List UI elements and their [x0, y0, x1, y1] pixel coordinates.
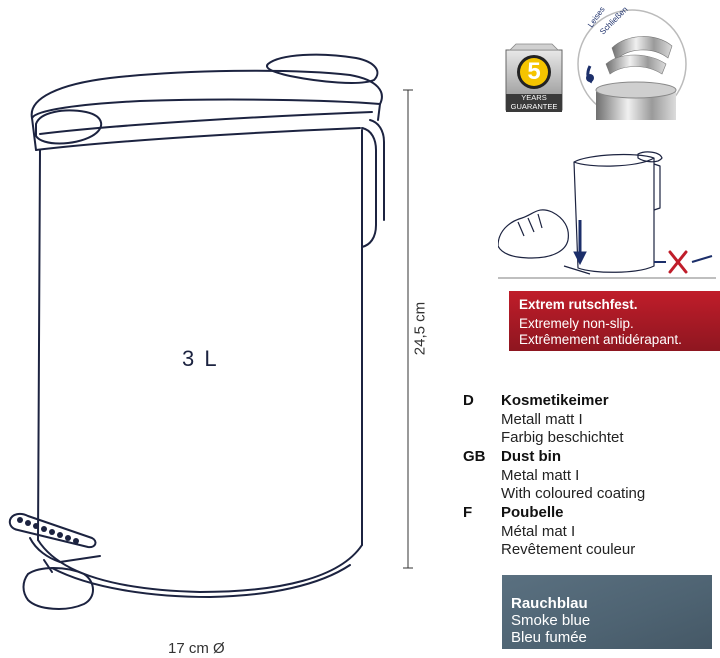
warranty-badge: 5 YEARS GUARANTEE — [502, 40, 566, 122]
lang-code: F — [463, 504, 473, 521]
nonslip-banner: Extrem rutschfest. Extremely non-slip. E… — [509, 291, 720, 351]
lang-code: GB — [463, 448, 486, 465]
color-name-de: Rauchblau — [511, 595, 588, 612]
color-name-en: Smoke blue — [511, 612, 591, 629]
warranty-years-number: 5 — [527, 58, 541, 85]
lang-title: Kosmetikeimer — [501, 392, 609, 409]
bin-line-drawing — [8, 53, 413, 610]
diameter-dimension-label: 17 cm Ø — [168, 640, 225, 657]
lang-title: Dust bin — [501, 448, 561, 465]
lang-line: Metall matt I — [501, 410, 583, 428]
nonslip-fr: Extrêmement antidérapant. — [519, 332, 682, 347]
lang-line: With coloured coating — [501, 485, 646, 502]
volume-label: 3 L — [182, 346, 219, 371]
warranty-line2: GUARANTEE — [510, 102, 558, 111]
lang-line: Métal mat I — [501, 522, 576, 540]
nonslip-illustration — [498, 151, 716, 279]
warranty-line1: YEARS — [521, 93, 547, 102]
softclose-lid-icon — [577, 9, 687, 120]
nonslip-de: Extrem rutschfest. — [519, 297, 638, 312]
guarantee-shield-icon — [505, 43, 563, 112]
nonslip-en: Extremely non-slip. — [519, 316, 634, 331]
lang-line: Revêtement couleur — [501, 541, 636, 558]
color-name-fr: Bleu fumée — [511, 629, 587, 646]
color-swatch: Rauchblau Smoke blue Bleu fumée — [502, 575, 712, 649]
lang-title: Poubelle — [501, 504, 564, 521]
description-gb: GB Dust bin Metal matt I With coloured c… — [463, 448, 645, 504]
lang-code: D — [463, 392, 474, 409]
softclose-badge: Leises Schließen — [576, 5, 688, 120]
lang-line: Metal matt I — [501, 466, 580, 484]
no-slip-x-icon — [668, 250, 688, 274]
height-dimension-label: 24,5 cm — [411, 301, 429, 356]
lang-line: Farbig beschichtet — [501, 429, 624, 446]
description-f: F Poubelle Métal mat I Revêtement couleu… — [463, 504, 635, 560]
description-de: D Kosmetikeimer Metall matt I Farbig bes… — [463, 392, 624, 448]
